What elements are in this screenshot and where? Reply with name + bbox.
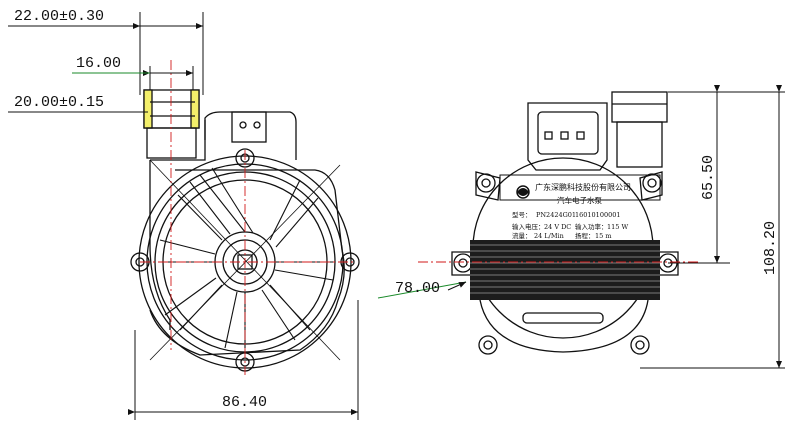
dim-outlet-outer: 22.00±0.30	[14, 8, 104, 25]
left-dimensions	[8, 12, 359, 420]
nameplate-serial-value: 16010100001	[575, 211, 621, 219]
nameplate-power-value: 115 W	[607, 223, 628, 231]
nameplate-product: 汽车电子水泵	[557, 195, 602, 205]
nameplate-voltage-label: 输入电压：	[512, 222, 545, 231]
nameplate-voltage-value: 24 V DC	[544, 223, 571, 231]
dim-angle-78: 78.00	[395, 280, 440, 297]
dim-outlet-height: 65.50	[700, 155, 717, 200]
nameplate-model-label: 型号：	[512, 210, 532, 219]
nameplate-model-value: PN2424G01	[536, 211, 576, 219]
dim-total-height: 108.20	[762, 221, 779, 275]
outlet-highlight-left	[143, 89, 153, 129]
nameplate-head-value: 15 m	[595, 232, 612, 240]
right-dimensions	[377, 85, 785, 369]
dim-inlet-outer: 20.00±0.15	[14, 94, 104, 111]
nameplate-company: 广东深鹏科技股份有限公司	[535, 182, 631, 192]
heatsink-fins	[470, 240, 660, 300]
impeller-blades	[158, 167, 335, 349]
side-view	[451, 91, 679, 355]
nameplate-head-label: 扬程：	[575, 231, 595, 240]
nameplate-flow-value: 24 L/Min	[534, 232, 564, 240]
dim-outlet-inner: 16.00	[76, 55, 121, 72]
dim-overall-width: 86.40	[222, 394, 267, 411]
nameplate-flow-label: 流量：	[512, 231, 532, 240]
company-logo	[516, 185, 530, 199]
outlet-highlight-right	[190, 89, 200, 129]
nameplate-power-label: 输入功率：	[575, 222, 608, 231]
centerlines-front	[140, 60, 355, 375]
